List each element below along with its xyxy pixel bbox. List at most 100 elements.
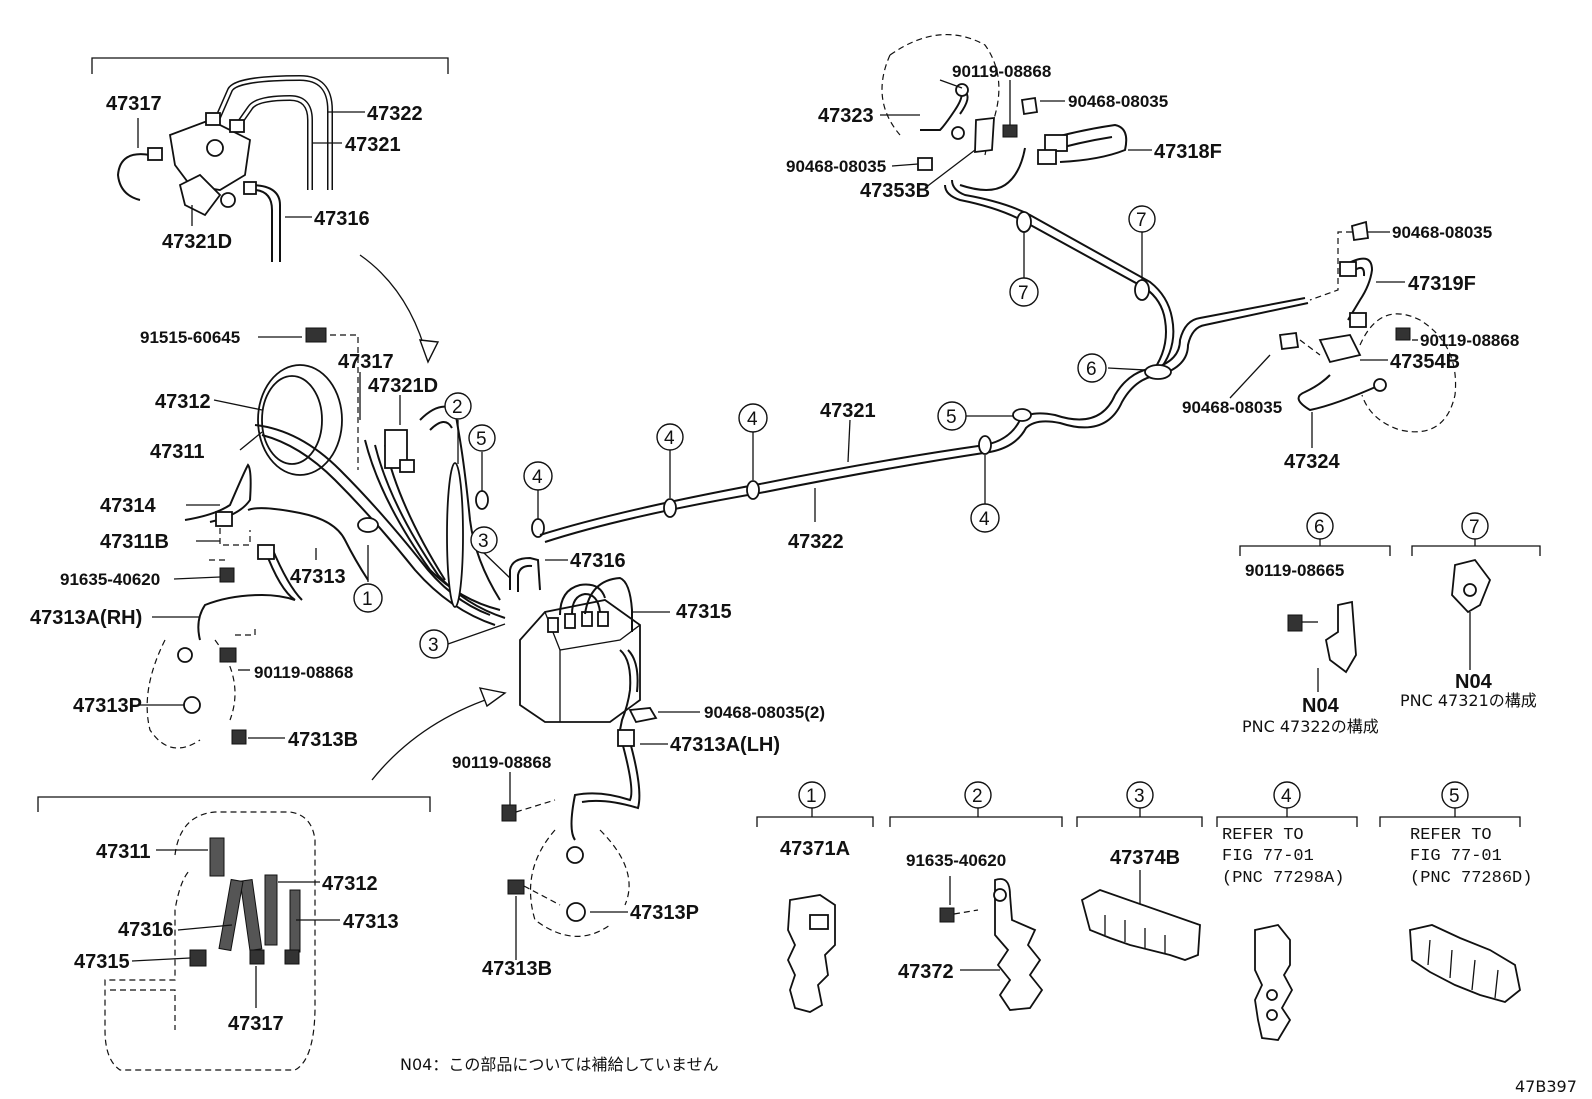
rear-right-assembly: 90468-08035 47319F 90119-08868 47354B 90… [1182, 220, 1519, 473]
label-47313A-RH: 47313A(RH) [30, 607, 142, 629]
label-47313B-left: 47313B [288, 729, 358, 751]
label-47321-main: 47321 [820, 400, 876, 422]
callout-5-left: 5 [468, 424, 496, 510]
svg-text:7: 7 [1469, 517, 1480, 538]
arrow-up-icon [371, 694, 501, 781]
clamp-legend: 1 47371A 2 91635-40620 47372 3 [756, 781, 1532, 1041]
callout-4-left: 4 [523, 461, 553, 538]
label-47319F: 47319F [1408, 273, 1476, 295]
label-90119-left: 90119-08868 [254, 663, 353, 682]
tube-47317-top [116, 153, 151, 201]
bracket-icon [1324, 600, 1357, 674]
label-47315-mid: 47315 [676, 601, 732, 623]
clamp-77298A-icon [1254, 924, 1294, 1041]
svg-text:6: 6 [1086, 359, 1097, 380]
clamp-4-icon [663, 498, 677, 518]
label-47311: 47311 [150, 441, 205, 463]
svg-text:4: 4 [1281, 786, 1292, 807]
diagram-id: 47B397 [1515, 1077, 1577, 1096]
legend-item-2: 2 91635-40620 47372 [889, 781, 1063, 1011]
detail-7: 7 N04 PNC 47321の構成 [1400, 512, 1541, 710]
arrow-down-icon [359, 254, 429, 361]
callout-3-upper: 3 [470, 526, 511, 579]
label-47316-inset: 47316 [118, 919, 174, 941]
legend-item-3: 3 47374B [1076, 781, 1203, 961]
svg-text:1: 1 [362, 589, 373, 610]
svg-text:(PNC 77298A): (PNC 77298A) [1222, 869, 1344, 888]
clamp-2 [446, 462, 464, 608]
label-47313-inset: 47313 [343, 911, 399, 933]
label-47313: 47313 [290, 566, 346, 588]
bracket-47354B-icon [1318, 334, 1362, 364]
svg-text:4: 4 [747, 409, 758, 430]
footnote: N04：この部品については補給していません [400, 1055, 719, 1074]
svg-text:7: 7 [1136, 210, 1147, 231]
detail6-part: 90119-08665 [1245, 561, 1344, 580]
label-90119-topright: 90119-08868 [952, 62, 1051, 81]
label-47317-top: 47317 [106, 93, 162, 115]
callout-1: 1 [353, 545, 383, 613]
label-47318F: 47318F [1154, 141, 1222, 163]
bracket-47353B-icon [974, 116, 995, 154]
svg-text:3: 3 [428, 635, 439, 656]
svg-text:5: 5 [946, 407, 957, 428]
clamp-47371A-icon [787, 894, 836, 1013]
clamp-47372-icon [994, 878, 1044, 1011]
label-90468-topright: 90468-08035 [1068, 92, 1168, 111]
proportioning-valve-icon [147, 112, 257, 217]
label-47324: 47324 [1284, 451, 1340, 473]
clamp-47374B-icon [1080, 889, 1201, 961]
svg-text:REFER TO: REFER TO [1410, 826, 1492, 845]
label-47322-top: 47322 [367, 103, 423, 125]
svg-text:91635-40620: 91635-40620 [906, 851, 1006, 870]
label-47323: 47323 [818, 105, 874, 127]
svg-text:FIG 77-01: FIG 77-01 [1222, 847, 1314, 866]
svg-text:5: 5 [476, 429, 487, 450]
clamp-1-icon [357, 517, 379, 533]
label-90468-2: 90468-08035(2) [704, 703, 825, 722]
bolt-icon [305, 327, 327, 343]
legend-item-4: 4 REFER TO FIG 77-01 (PNC 77298A) [1216, 781, 1358, 1041]
main-brake-lines: 4 4 4 5 6 7 7 47321 47322 [539, 179, 1309, 553]
bolt-icon [1287, 614, 1303, 632]
label-91515: 91515-60645 [140, 328, 240, 347]
label-47314: 47314 [100, 495, 156, 517]
label-47317-mid: 47317 [338, 351, 394, 373]
detail7-note-code: N04 [1455, 671, 1493, 693]
callout-3-lower: 3 [419, 623, 506, 659]
svg-text:4: 4 [532, 467, 543, 488]
legend-item-1: 1 47371A [756, 781, 874, 1013]
svg-text:4: 4 [664, 428, 675, 449]
label-47312: 47312 [155, 391, 211, 413]
svg-text:REFER TO: REFER TO [1222, 826, 1304, 845]
label-47353B: 47353B [860, 180, 930, 202]
svg-text:47372: 47372 [898, 961, 954, 983]
lh-hose-assembly: 47313A(LH) 90119-08868 47313P 47313B [452, 729, 780, 980]
label-47316-top: 47316 [314, 208, 370, 230]
detail7-note: PNC 47321の構成 [1400, 691, 1537, 710]
label-47312-inset: 47312 [322, 873, 378, 895]
label-91635-left: 91635-40620 [60, 570, 160, 589]
callout-2: 2 [444, 392, 472, 464]
label-90468-right1: 90468-08035 [1392, 223, 1492, 242]
detail6-note-code: N04 [1302, 695, 1340, 717]
label-47315-inset: 47315 [74, 951, 130, 973]
label-47321D-top: 47321D [162, 231, 232, 253]
rear-left-assembly: 90119-08868 90468-08035 47323 90468-0803… [786, 34, 1222, 202]
svg-text:3: 3 [478, 531, 489, 552]
inset-bracket [91, 57, 449, 74]
detail-6: 6 90119-08665 N04 PNC 47322の構成 [1239, 512, 1391, 736]
legend-item-5: 5 REFER TO FIG 77-01 (PNC 77286D) [1379, 781, 1532, 1003]
bottom-inset: 47311 47312 47316 47313 47315 47317 [37, 796, 431, 1071]
label-47354B: 47354B [1390, 351, 1460, 373]
svg-text:(PNC 77286D): (PNC 77286D) [1410, 869, 1532, 888]
svg-text:2: 2 [452, 397, 463, 418]
clamp-77286D-icon [1409, 924, 1521, 1003]
label-47313P-left: 47313P [73, 695, 142, 717]
svg-text:2: 2 [972, 786, 983, 807]
svg-text:3: 3 [1134, 786, 1145, 807]
tube-47316-top [249, 184, 281, 262]
svg-text:1: 1 [806, 786, 817, 807]
